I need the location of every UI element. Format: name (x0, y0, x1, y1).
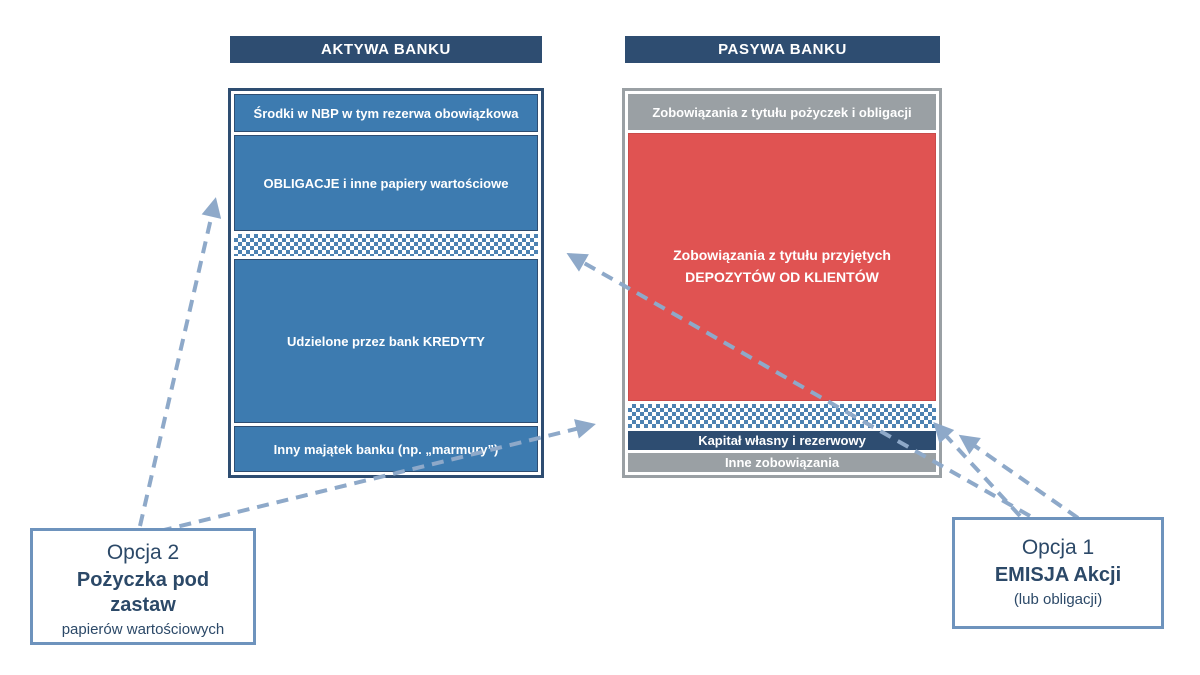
option1-box: Opcja 1 EMISJA Akcji (lub obligacji) (952, 517, 1164, 629)
assets-hatched-gap (234, 234, 538, 256)
liabilities-column: Zobowiązania z tytułu pożyczek i obligac… (622, 88, 942, 478)
asset-box-credits: Udzielone przez bank KREDYTY (234, 259, 538, 423)
liability-box-deposits-text: Zobowiązania z tytułu przyjętych DEPOZYT… (673, 245, 891, 288)
option2-title: Opcja 2 (106, 541, 180, 564)
asset-box-nbp-reserve: Środki w NBP w tym rezerwa obowiązkowa (234, 94, 538, 132)
option2-bold-line2: zastaw (110, 594, 176, 616)
option1-title: Opcja 1 (1021, 536, 1095, 559)
option2-subtitle: papierów wartościowych (61, 621, 225, 638)
option1-subtitle: (lub obligacji) (1013, 591, 1103, 608)
liability-box-loans-bonds: Zobowiązania z tytułu pożyczek i obligac… (628, 94, 936, 130)
liabilities-hatched-gap (628, 404, 936, 428)
liability-box-other: Inne zobowiązania (628, 453, 936, 472)
asset-box-other-property: Inny majątek banku (np. „marmury”) (234, 426, 538, 472)
arrow-option1-to-liabilities-gap-b (958, 434, 1080, 520)
option2-box: Opcja 2 Pożyczka pod zastaw papierów war… (30, 528, 256, 645)
asset-box-bonds: OBLIGACJE i inne papiery wartościowe (234, 135, 538, 231)
option2-bold-line1: Pożyczka pod (76, 569, 210, 591)
liability-box-equity: Kapitał własny i rezerwowy (628, 431, 936, 450)
assets-column: Środki w NBP w tym rezerwa obowiązkowa O… (228, 88, 544, 478)
liability-box-deposits: Zobowiązania z tytułu przyjętych DEPOZYT… (628, 133, 936, 401)
assets-column-header: AKTYWA BANKU (230, 36, 542, 63)
liabilities-column-header: PASYWA BANKU (625, 36, 940, 63)
option1-bold-line: EMISJA Akcji (994, 564, 1122, 586)
deposits-line-1: Zobowiązania z tytułu przyjętych (673, 247, 891, 264)
arrow-option1-to-liabilities-gap-a (933, 422, 1022, 518)
deposits-line-2: DEPOZYTÓW OD KLIENTÓW (685, 269, 879, 285)
arrow-option2-to-obligacje (138, 197, 222, 527)
